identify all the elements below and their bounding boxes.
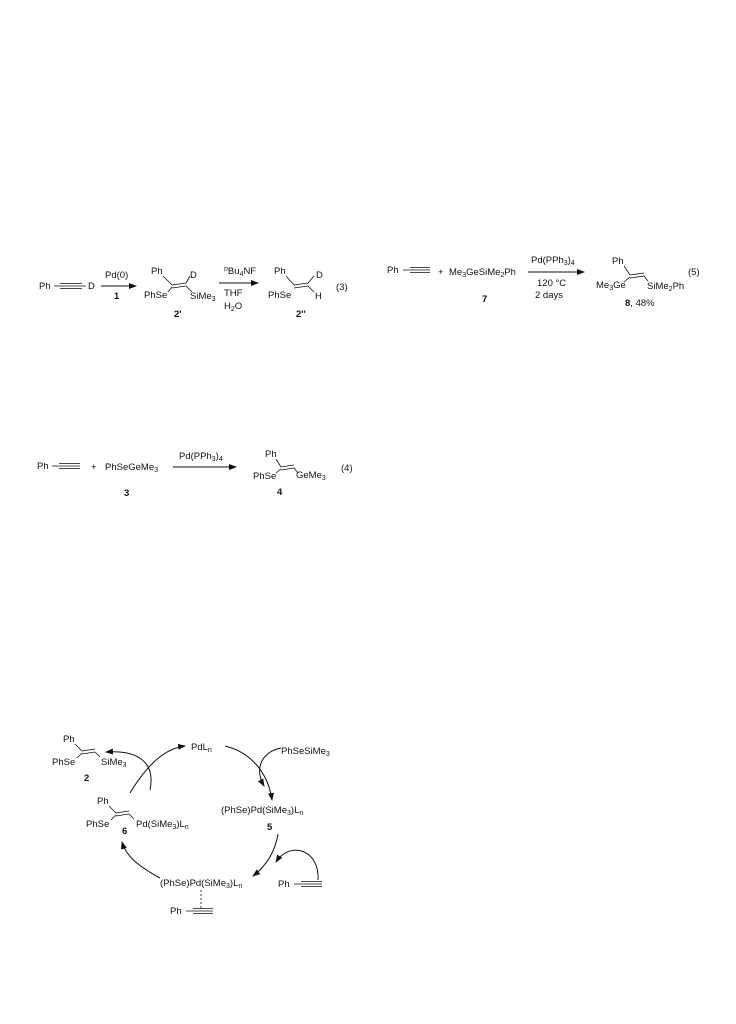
eq5-num7: 7	[482, 294, 487, 305]
eq3-h3: H	[315, 291, 322, 302]
eq3-reagent: Pd(0)	[105, 270, 128, 281]
eq5-double-bond2	[629, 275, 645, 279]
cycle-num2: 2	[84, 773, 89, 784]
eq4-plus: +	[91, 462, 97, 473]
eq3-double-bond	[171, 282, 187, 286]
catalytic-cycle: Ph PhSe SiMe3 2 PdLn PhSeSiMe3 (PhSe)Pd(…	[52, 734, 330, 917]
eq3-ph2: Ph	[151, 266, 163, 277]
eq4-bond-b	[275, 468, 282, 474]
cycle-int5: (PhSe)Pd(SiMe3)Ln	[221, 805, 303, 817]
eq4-num4: 4	[277, 487, 283, 498]
eq3-d3: D	[316, 270, 323, 281]
eq4-cat: Pd(PPh3)4	[179, 451, 223, 463]
cycle-arrow-entry-alkyne	[275, 849, 319, 881]
eq5-num8: 8, 48%	[625, 298, 655, 309]
equation-5: Ph + Me3GeSiMe2Ph 7 Pd(PPh3)4 120 °C 2 d…	[387, 255, 700, 309]
cycle-num5: 5	[267, 822, 273, 833]
cycle-arrow-entry-phsesime3	[257, 747, 282, 787]
eq4-double-bond	[280, 464, 295, 468]
eq5-label: (5)	[688, 267, 700, 278]
cycle-6-double-bond2	[115, 813, 130, 817]
cycle-sime2: SiMe3	[101, 757, 127, 769]
eq3-h2o: H2O	[224, 301, 242, 313]
eq3-num2pp: 2''	[296, 309, 306, 320]
cycle-ph-coord: Ph	[170, 906, 182, 917]
cycle-arrow-pdl-to-5	[224, 745, 274, 801]
eq4-reagent: PhSeGeMe3	[105, 462, 158, 474]
cycle-ph-alkyne: Ph	[278, 879, 290, 890]
eq3-ph: Ph	[39, 281, 51, 292]
cycle-ph2: Ph	[63, 734, 75, 745]
eq5-reagent: Me3GeSiMe2Ph	[449, 267, 516, 279]
eq3-d: D	[88, 281, 95, 292]
eq3-num2p: 2'	[174, 309, 182, 320]
eq5-time: 2 days	[535, 290, 563, 301]
eq4-num3: 3	[124, 488, 129, 499]
eq3-double-bond4	[293, 285, 309, 289]
eq3-phse: PhSe	[144, 290, 167, 301]
eq3-bond-c	[185, 285, 193, 293]
equation-4: Ph + PhSeGeMe3 3 Pd(PPh3)4 Ph PhSe GeMe3…	[37, 449, 353, 499]
eq5-sime2ph: SiMe2Ph	[647, 281, 684, 293]
eq3-bu4nf: nBu4NF	[224, 266, 256, 278]
eq4-double-bond2	[280, 467, 295, 471]
eq3-d2: D	[190, 270, 197, 281]
eq3-double-bond3	[293, 282, 309, 286]
eq4-ph2: Ph	[265, 449, 277, 460]
cycle-arrow-release-2	[105, 748, 152, 791]
eq4-phse: PhSe	[253, 471, 276, 482]
eq3-bond-b	[185, 275, 191, 284]
cycle-phse6: PhSe	[86, 819, 109, 830]
eq3-num1: 1	[114, 291, 120, 302]
eq4-bond-a	[275, 458, 282, 468]
eq3-bond-a	[162, 275, 173, 286]
cycle-phse2: PhSe	[52, 757, 75, 768]
cycle-num6: 6	[122, 826, 127, 837]
cycle-arrow-coord-to-6	[121, 841, 161, 879]
cycle-6-bond-b	[110, 814, 117, 821]
eq3-phse3: PhSe	[268, 290, 291, 301]
cycle-6-bond-a	[108, 805, 117, 814]
eq3-bond-f	[307, 275, 315, 284]
eq3-thf: THF	[224, 288, 243, 299]
eq4-bond-c	[293, 467, 299, 474]
eq5-double-bond	[629, 272, 645, 276]
eq5-me3ge: Me3Ge	[596, 280, 626, 292]
cycle-phsesime3: PhSeSiMe3	[281, 746, 330, 758]
eq5-bond-a	[623, 265, 631, 276]
eq5-temp: 120 °C	[537, 278, 566, 289]
cycle-ph6: Ph	[97, 796, 109, 807]
eq3-ph3: Ph	[274, 266, 286, 277]
equation-3: Ph D Pd(0) 1 Ph D PhSe SiMe3 2' nBu4NF T…	[39, 266, 348, 320]
cycle-arrow-6-to-pdl	[129, 743, 186, 794]
eq5-ph: Ph	[387, 265, 399, 276]
eq5-bond-c	[643, 275, 649, 282]
cycle-2-bond-b	[76, 752, 83, 759]
cycle-6-bond-c	[128, 813, 135, 820]
eq3-bond-d	[167, 286, 173, 293]
eq3-bond-g	[307, 285, 315, 293]
cycle-pdl: PdLn	[191, 742, 212, 754]
cycle-2-double-bond2	[81, 751, 96, 755]
eq3-label: (3)	[336, 282, 348, 293]
cycle-2-double-bond	[81, 748, 96, 752]
eq5-cat: Pd(PPh3)4	[531, 255, 575, 267]
eq5-ph2: Ph	[612, 256, 624, 267]
cycle-2-bond-c	[94, 751, 101, 758]
eq3-sime3: SiMe3	[190, 291, 216, 303]
eq4-label: (4)	[341, 463, 353, 474]
eq3-double-bond2	[171, 285, 187, 289]
cycle-arrow-5-to-coord	[252, 833, 279, 877]
eq4-geme: GeMe3	[296, 470, 326, 482]
cycle-int-coord: (PhSe)Pd(SiMe3)Ln	[160, 878, 242, 890]
eq5-bond-b	[623, 276, 631, 283]
eq5-plus: +	[438, 267, 444, 278]
cycle-6-double-bond	[115, 810, 130, 814]
eq3-bond-e	[285, 275, 295, 286]
cycle-2-bond-a	[74, 743, 83, 752]
cycle-pd6: Pd(SiMe3)Ln	[136, 819, 189, 831]
eq4-ph: Ph	[37, 461, 49, 472]
